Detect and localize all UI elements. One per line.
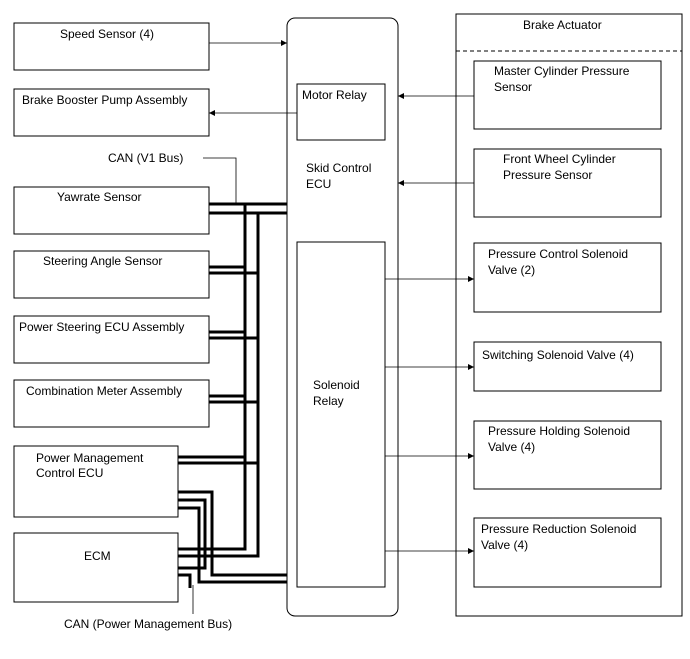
speed-sensor-box: [13, 22, 210, 71]
speed-sensor-label: Speed Sensor (4): [60, 27, 155, 41]
motor-relay-label: Motor Relay: [302, 88, 367, 102]
combination-meter-label: Combination Meter Assembly: [26, 384, 183, 398]
yawrate-sensor-box: [13, 186, 210, 235]
solenoid-relay-label-1: Solenoid: [313, 378, 360, 392]
switching-solenoid-valve-box: [473, 341, 662, 392]
pressure-holding-label-2: Valve (4): [488, 440, 536, 454]
skid-control-ecu-box: [286, 17, 399, 617]
can-power-management-label: CAN (Power Management Bus): [64, 617, 233, 631]
master-cylinder-label-1: Master Cylinder Pressure: [494, 64, 630, 78]
can-pm-bus: [178, 490, 287, 588]
front-wheel-label-2: Pressure Sensor: [503, 168, 593, 182]
master-cylinder-label-2: Sensor: [494, 80, 533, 94]
switching-solenoid-label: Switching Solenoid Valve (4): [482, 348, 634, 362]
pressure-reduction-valve-box: [473, 517, 662, 588]
master-cylinder-sensor-box: [473, 60, 662, 130]
ecm-box: [13, 532, 179, 603]
power-steering-ecu-label: Power Steering ECU Assembly: [19, 320, 185, 334]
skid-control-ecu-label-1: Skid Control: [306, 161, 372, 175]
skid-control-ecu-label-2: ECU: [306, 177, 332, 191]
pressure-holding-label-1: Pressure Holding Solenoid: [488, 424, 631, 438]
brake-actuator-box: [455, 13, 683, 617]
pressure-reduction-label-2: Valve (4): [481, 538, 529, 552]
solenoid-relay-label-2: Relay: [313, 394, 344, 408]
pressure-control-label-2: Valve (2): [488, 263, 536, 277]
pressure-holding-valve-box: [473, 420, 662, 490]
pressure-control-label-1: Pressure Control Solenoid: [488, 247, 629, 261]
power-management-ecu-label-1: Power Management: [36, 451, 144, 465]
can-v1-label: CAN (V1 Bus): [108, 151, 184, 165]
steering-angle-sensor-label: Steering Angle Sensor: [43, 254, 163, 268]
solenoid-relay-box: [296, 241, 386, 588]
power-management-ecu-label-2: Control ECU: [36, 466, 104, 480]
can-v1-leader: [203, 157, 237, 203]
ecm-label: ECM: [84, 549, 111, 563]
yawrate-sensor-label: Yawrate Sensor: [57, 190, 142, 204]
power-management-ecu-box: [13, 445, 179, 518]
pressure-control-valve-box: [473, 242, 662, 313]
brake-actuator-title: Brake Actuator: [523, 18, 602, 32]
front-wheel-label-1: Front Wheel Cylinder: [503, 152, 616, 166]
motor-relay-box: [296, 83, 386, 141]
pressure-reduction-label-1: Pressure Reduction Solenoid: [481, 522, 637, 536]
brake-booster-pump-label: Brake Booster Pump Assembly: [22, 93, 188, 107]
can-v1-bus: [178, 202, 287, 558]
